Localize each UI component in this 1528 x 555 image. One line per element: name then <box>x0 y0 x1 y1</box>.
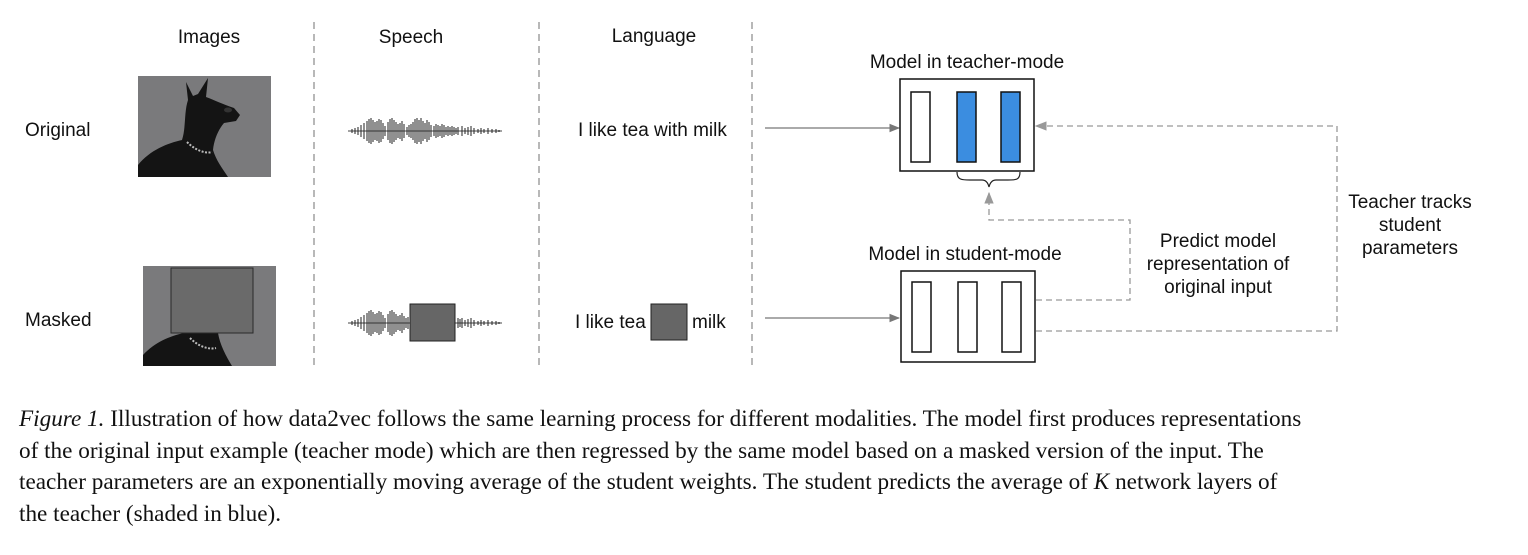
figure-label: Figure 1. <box>19 406 105 432</box>
image-mask-block <box>170 267 254 334</box>
caption-variable-k: K <box>1093 469 1110 495</box>
caption-line-1: Figure 1. Illustration of how data2vec f… <box>19 406 1302 432</box>
masked-sentence-left: I like tea <box>575 312 646 333</box>
caption-line-4: the teacher (shaded in blue). <box>19 500 282 527</box>
teacher-layer <box>910 91 931 163</box>
predict-label-line: Predict model <box>1160 231 1276 252</box>
language-mask-block <box>650 303 688 341</box>
layer-average-brace <box>956 171 1021 188</box>
caption-line-3: teacher parameters are an exponentially … <box>19 469 1278 495</box>
student-layer <box>911 281 932 353</box>
predict-arrow <box>984 191 1131 301</box>
teacher-tracks-arrow <box>1034 121 1338 332</box>
student-model <box>900 270 1036 363</box>
teacher-model <box>899 78 1035 172</box>
tracks-label-line: parameters <box>1362 238 1458 259</box>
teacher-layer-shaded <box>956 91 977 163</box>
masked-speech-waveform <box>348 303 502 342</box>
figure-caption: Figure 1. Illustration of how data2vec f… <box>19 404 1499 530</box>
masked-dog-image <box>143 266 276 366</box>
column-header-speech: Speech <box>379 27 443 48</box>
speech-mask-block <box>409 303 456 342</box>
original-dog-image <box>138 76 271 177</box>
predict-label-line: original input <box>1164 277 1272 298</box>
row-label-masked: Masked <box>25 310 92 331</box>
data2vec-diagram: Images Speech Language Original Masked I… <box>25 22 1476 368</box>
student-layer <box>957 281 978 353</box>
tracks-label-line: Teacher tracks <box>1348 192 1472 213</box>
predict-label-line: representation of <box>1147 254 1290 275</box>
teacher-model-label: Model in teacher-mode <box>870 52 1064 73</box>
original-sentence: I like tea with milk <box>578 120 727 141</box>
column-header-images: Images <box>178 27 240 48</box>
student-layer <box>1001 281 1022 353</box>
masked-sentence-right: milk <box>692 312 726 333</box>
student-model-label: Model in student-mode <box>868 244 1061 265</box>
column-header-language: Language <box>612 26 697 47</box>
tracks-label-line: student <box>1379 215 1442 236</box>
original-speech-waveform <box>348 118 502 144</box>
teacher-layer-shaded <box>1000 91 1021 163</box>
row-label-original: Original <box>25 120 90 141</box>
caption-line-2: of the original input example (teacher m… <box>19 437 1264 464</box>
tracks-label-bg <box>1344 186 1476 262</box>
